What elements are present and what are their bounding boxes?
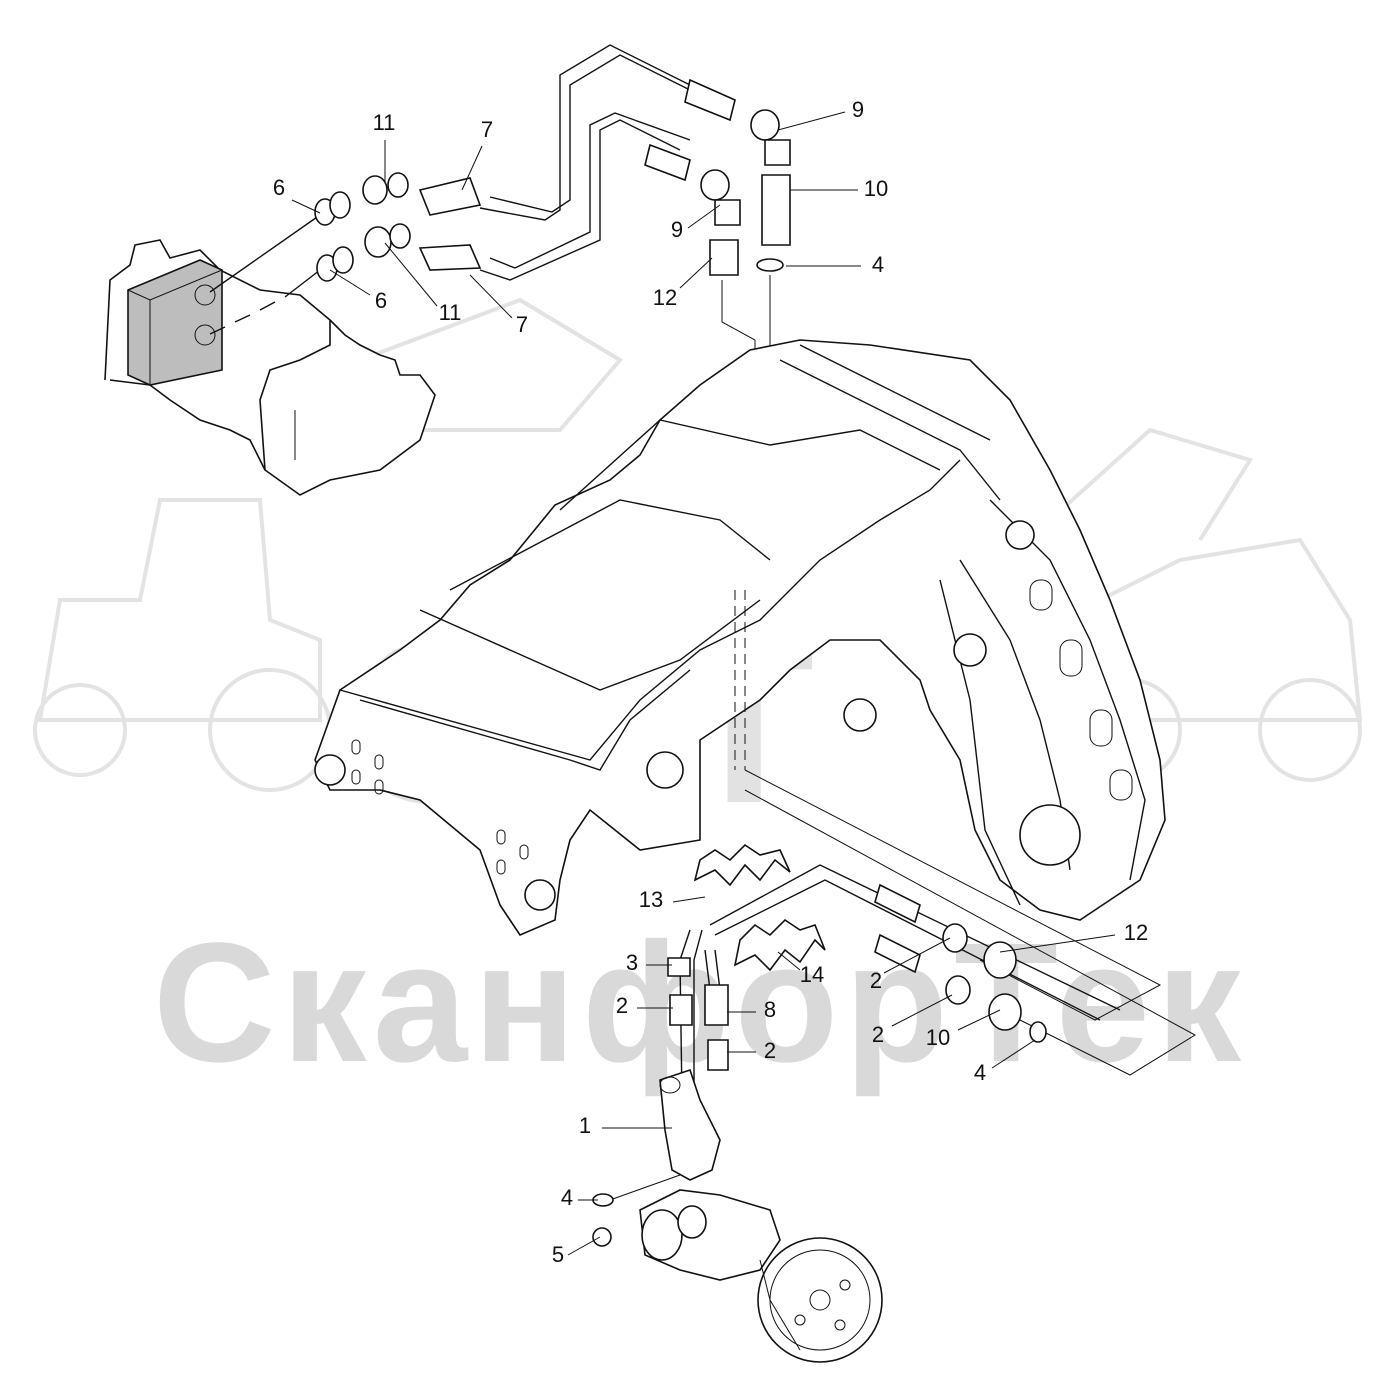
upper-hose-assembly (209, 44, 791, 580)
leader-line-c11b (384, 242, 438, 307)
callout-label-c4a: 4 (872, 252, 884, 277)
callout-label-c6b: 6 (375, 288, 387, 313)
callout-label-c10a: 10 (864, 176, 888, 201)
leader-line-c9a (777, 111, 846, 131)
callout-label-c8: 8 (764, 997, 776, 1022)
leader-line-c12b (999, 934, 1116, 953)
leader-line-c4b (991, 1039, 1036, 1069)
plug-5 (592, 1227, 612, 1247)
clamp-14 (733, 918, 826, 972)
callout-label-c12a: 12 (653, 285, 677, 310)
fitting-8 (704, 984, 729, 1026)
elbow-11-lower (364, 223, 411, 258)
callout-label-c3: 3 (626, 950, 638, 975)
fitting-2-center (707, 1039, 729, 1071)
leader-line-c12a (679, 257, 713, 289)
callout-label-c7a: 7 (481, 117, 493, 142)
callout-label-c2a: 2 (616, 993, 628, 1018)
leader-line-c5 (567, 1236, 601, 1256)
elbow-9-lower (700, 169, 741, 226)
callout-label-c2c: 2 (870, 968, 882, 993)
callout-label-c9a: 9 (852, 97, 864, 122)
adapter-10-upper (761, 174, 791, 246)
main-frame (314, 339, 1196, 1076)
callout-label-c5: 5 (552, 1242, 564, 1267)
callout-label-c11b: 11 (439, 300, 462, 325)
fitting-3 (667, 957, 691, 977)
leader-line-c13 (672, 896, 706, 903)
wheel-motor (757, 1237, 883, 1363)
clamp-13 (693, 843, 791, 887)
lower-hose-assembly (667, 843, 1121, 1101)
leader-line-c14 (777, 951, 801, 971)
fitting-2-left (669, 994, 693, 1026)
leader-line-c7b (469, 274, 513, 319)
callout-label-c7b: 7 (516, 312, 528, 337)
leader-line-c10b (957, 1009, 1001, 1031)
fitting-2-right-upper (942, 923, 968, 953)
o-ring-4-lower (1029, 1021, 1047, 1043)
adapter-12-lower (983, 941, 1017, 979)
leader-line-c2d (891, 994, 953, 1027)
elbow-9-upper (750, 109, 791, 166)
callout-label-c4b: 4 (974, 1060, 986, 1085)
adapter-10-lower (988, 993, 1022, 1031)
leader-line-c7a (461, 145, 483, 191)
callout-label-c2b: 2 (764, 1038, 776, 1063)
fitting-6-lower (316, 246, 354, 282)
callout-label-c9b: 9 (671, 217, 683, 242)
fitting-6-upper (314, 191, 351, 226)
cylinder-and-motor (592, 1068, 883, 1363)
cylinder-1 (659, 1068, 721, 1181)
adapter-12-upper (709, 239, 739, 276)
callout-label-c13: 13 (639, 887, 663, 912)
leader-line-c6b (329, 269, 371, 296)
leader-line-c2c (883, 937, 951, 974)
callout-label-c12b: 12 (1124, 920, 1148, 945)
leader-line-c6a (291, 199, 321, 214)
callout-label-c2d: 2 (872, 1022, 884, 1047)
callout-label-c4c: 4 (561, 1185, 573, 1210)
fitting-2-right-lower (945, 975, 971, 1005)
callout-label-c10b: 10 (926, 1025, 950, 1050)
callout-label-c1: 1 (579, 1113, 591, 1138)
leader-line-c9b (687, 204, 721, 229)
elbow-11-upper (362, 172, 409, 205)
callout-label-c11a: 11 (373, 110, 396, 135)
watermark-text: СканфорТек (152, 908, 1248, 1098)
callout-label-c14: 14 (800, 962, 824, 987)
control-valve-block (104, 239, 436, 496)
callout-label-c6a: 6 (273, 175, 285, 200)
o-ring-4-upper (756, 258, 784, 272)
